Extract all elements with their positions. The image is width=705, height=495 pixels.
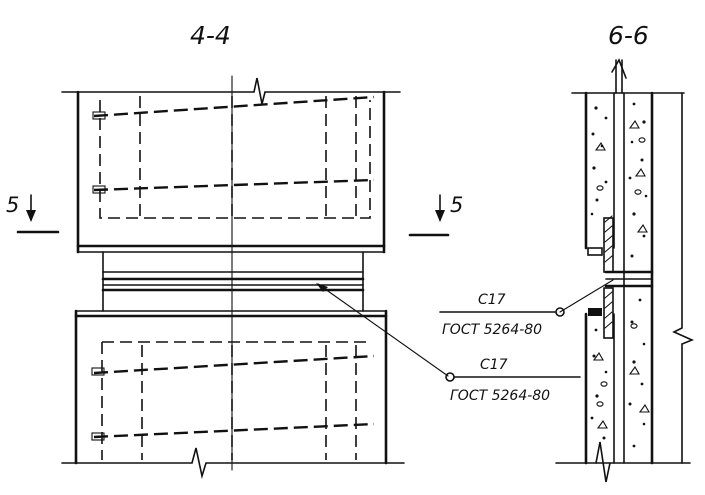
upper-panel [76, 90, 386, 254]
section-6-6-view [555, 58, 695, 483]
concrete-hatch [590, 102, 648, 448]
section-marker-left: 5 [6, 193, 60, 234]
svg-text:ГОСТ 5264-80: ГОСТ 5264-80 [450, 388, 550, 404]
svg-text:ГОСТ 5264-80: ГОСТ 5264-80 [442, 322, 542, 338]
svg-text:С17: С17 [478, 292, 506, 308]
lower-panel [74, 309, 388, 465]
section-marker-right: 5 [408, 193, 463, 237]
svg-text:5: 5 [450, 193, 463, 217]
callout-bottom: С17 ГОСТ 5264-80 [316, 283, 581, 404]
section-6-6-title: 6-6 [608, 21, 649, 50]
svg-text:С17: С17 [480, 357, 508, 373]
concrete-aggregate [592, 119, 650, 429]
svg-text:5: 5 [6, 193, 19, 217]
section-4-4-title: 4-4 [190, 21, 231, 50]
bottom-edge-break-line [61, 447, 405, 480]
callout-right: С17 ГОСТ 5264-80 [439, 279, 614, 338]
top-edge-break-line [61, 77, 401, 105]
section-4-4-view [61, 75, 405, 480]
joint-zone [101, 251, 365, 312]
